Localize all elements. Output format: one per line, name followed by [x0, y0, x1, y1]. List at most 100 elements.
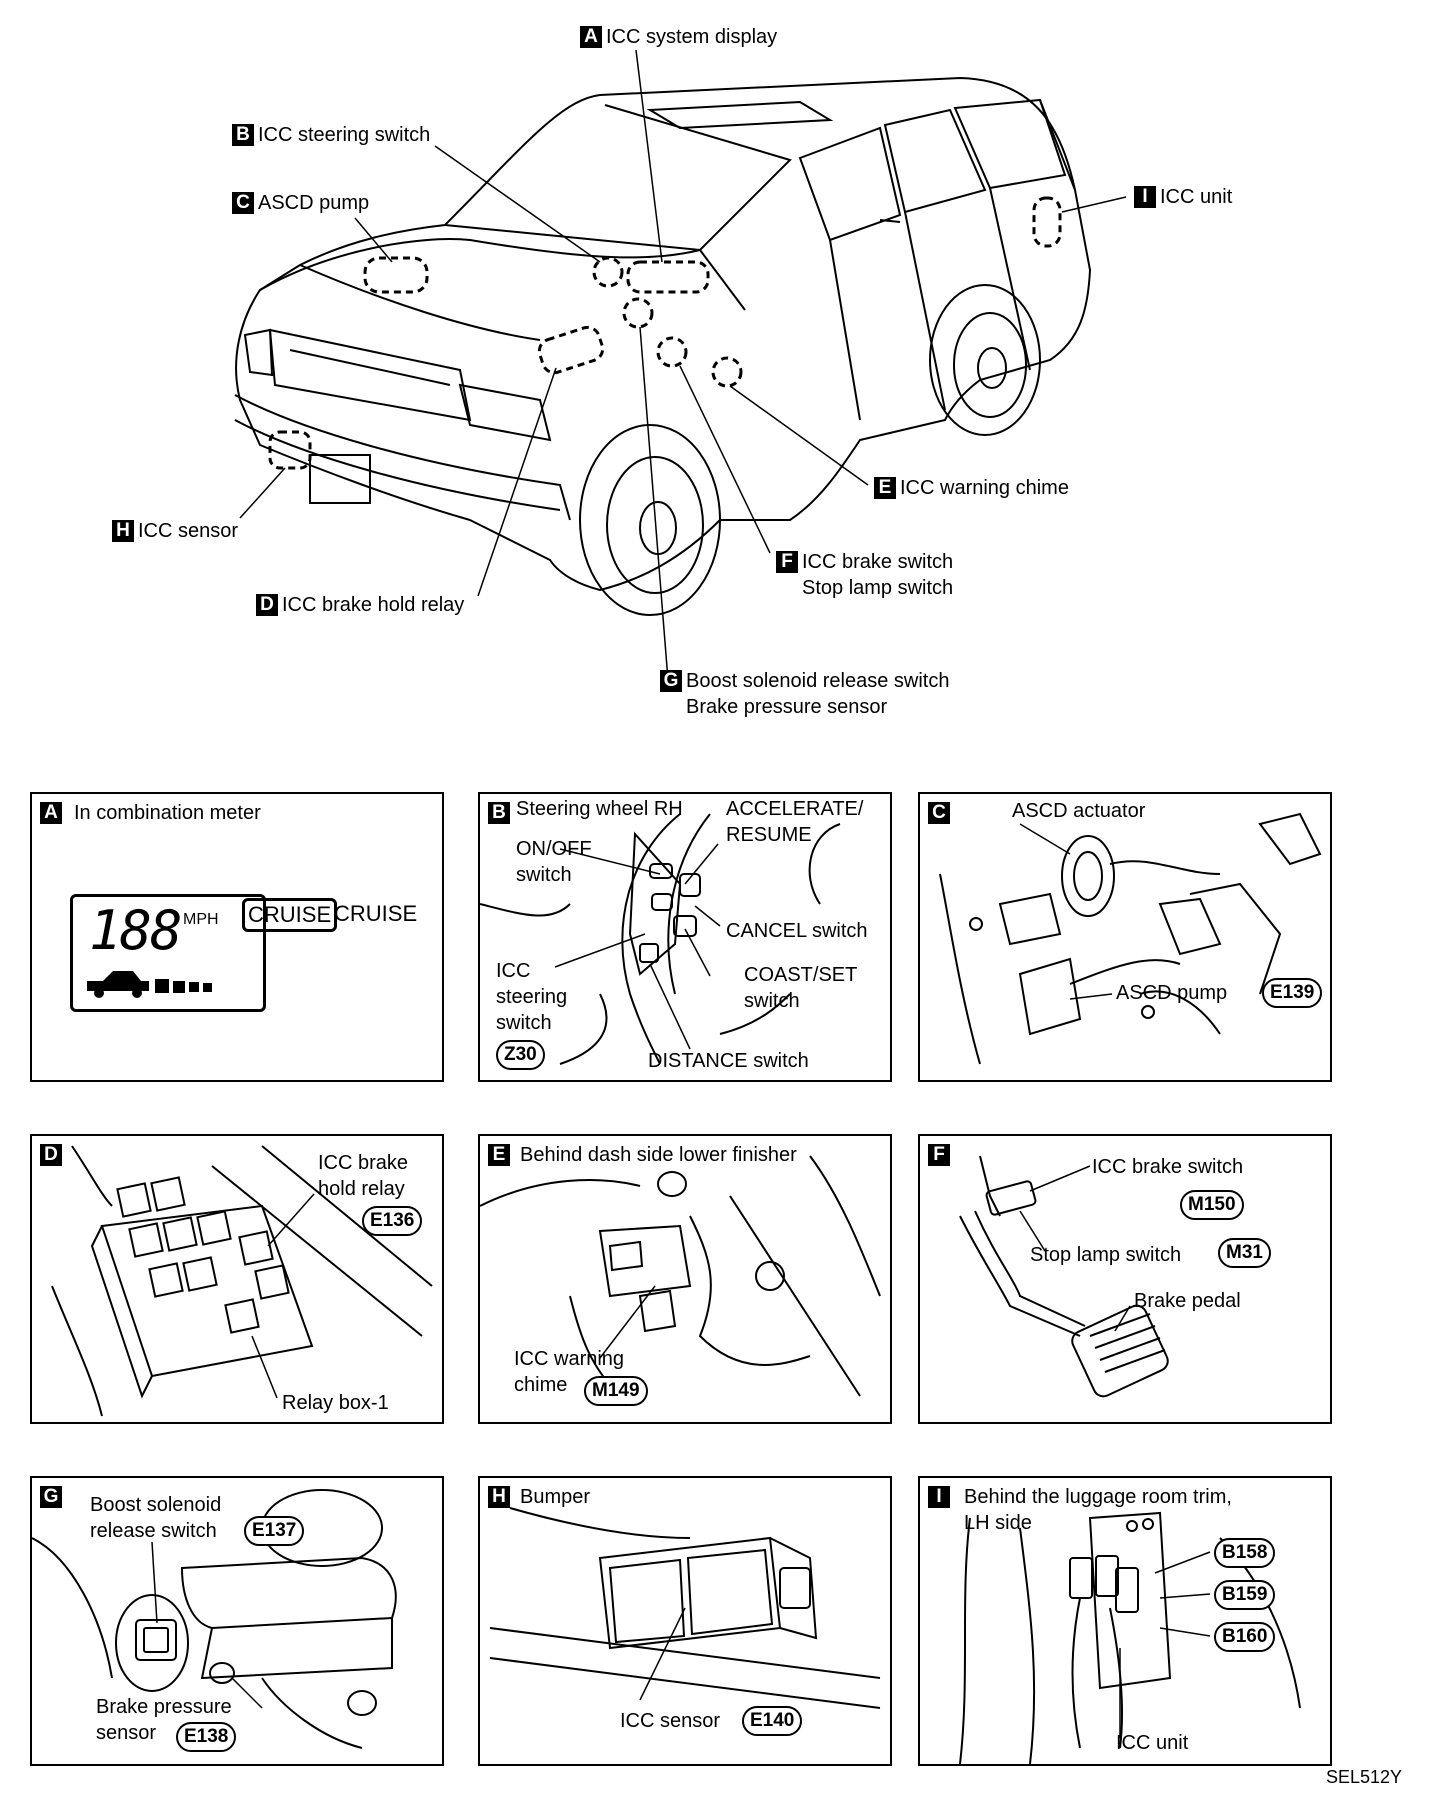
icc-steering-switch-label-3: switch: [496, 1012, 552, 1034]
ascd-engine-bay-drawing: [939, 812, 1322, 1065]
panel-letter-badge: A: [40, 802, 62, 824]
callout-label: ICC system display: [606, 26, 778, 48]
callout-letter-badge: C: [232, 192, 254, 214]
on-off-switch-label-2: switch: [516, 864, 572, 886]
panel-letter-badge: B: [488, 802, 510, 824]
coast-set-label-2: switch: [744, 990, 800, 1012]
callout-label: ASCD pump: [258, 192, 370, 214]
cruise-indicator-label: CRUISE: [334, 901, 418, 926]
icc-sensor-drawing: [489, 1507, 881, 1709]
callout-letter-badge: F: [776, 551, 798, 573]
callout-boost-solenoid: G Boost solenoid release switch Brake pr…: [660, 668, 949, 720]
connector-b158: B158: [1214, 1538, 1276, 1568]
panel-letter-badge: G: [40, 1486, 62, 1508]
boost-solenoid-label-1: Boost solenoid: [90, 1494, 222, 1516]
connector-e136: E136: [362, 1206, 423, 1236]
callout-letter-badge: E: [874, 477, 896, 499]
brake-pressure-sensor-label-1: Brake pressure: [96, 1696, 232, 1718]
relay-box-drawing: [51, 1145, 433, 1417]
panel-i-icc-unit: I Behind the luggage room trim, LH side …: [918, 1476, 1332, 1766]
panel-h-icc-sensor: H Bumper ICC sensor E140: [478, 1476, 892, 1766]
callout-icc-brake-switch: F ICC brake switch Stop lamp switch: [776, 549, 953, 601]
ascd-pump-label: ASCD pump: [1116, 982, 1228, 1004]
callout-letter-badge: I: [1134, 186, 1156, 208]
panel-b-steering-wheel: B Steering wheel RH ACCELERATE/ RESUME O…: [478, 792, 892, 1082]
callout-icc-system-display: A ICC system display: [580, 24, 777, 50]
vehicle-distance-icon: [87, 971, 212, 998]
connector-m150: M150: [1180, 1190, 1244, 1220]
brake-hold-relay-label-1: ICC brake: [318, 1152, 409, 1174]
icc-steering-switch-label-2: steering: [496, 986, 568, 1008]
icc-brake-switch-label: ICC brake switch: [1092, 1156, 1244, 1178]
connector-e139: E139: [1262, 978, 1323, 1008]
panel-title-line-1: Behind the luggage room trim,: [964, 1486, 1232, 1508]
brake-pedal-drawing: [959, 1155, 1169, 1398]
figure-code: SEL512Y: [1325, 1767, 1402, 1787]
connector-e137: E137: [244, 1516, 305, 1546]
callout-icc-sensor: H ICC sensor: [112, 518, 238, 544]
brake-pressure-sensor-label-2: sensor: [96, 1722, 157, 1744]
callout-label: ICC sensor: [138, 520, 239, 542]
icc-sensor-label: ICC sensor: [620, 1710, 721, 1732]
panel-letter-badge: C: [928, 802, 950, 824]
cruise-indicator-box: CRUISE: [242, 898, 338, 932]
callout-letter-badge: B: [232, 124, 254, 146]
callout-icc-unit: I ICC unit: [1134, 184, 1232, 210]
connector-m31: M31: [1218, 1238, 1271, 1268]
connector-b160: B160: [1214, 1622, 1276, 1652]
lcd-speed-digits: 188: [89, 899, 183, 962]
steering-switch-drawing: [480, 813, 841, 1065]
connector-e140: E140: [742, 1706, 803, 1736]
brake-master-cylinder-drawing: [32, 1489, 397, 1749]
warning-chime-drawing: [480, 1155, 881, 1397]
callout-ascd-pump: C ASCD pump: [232, 190, 369, 216]
panel-f-brake-switch: F ICC brake switch M150 Stop lamp switch…: [918, 1134, 1332, 1424]
callout-letter-badge: D: [256, 594, 278, 616]
connector-b159: B159: [1214, 1580, 1276, 1610]
callout-label: ICC warning chime: [900, 477, 1069, 499]
icc-steering-switch-label-1: ICC: [496, 960, 531, 982]
panel-letter-badge: I: [928, 1486, 950, 1508]
panel-c-ascd-pump: C ASCD actuator ASCD pump E139: [918, 792, 1332, 1082]
panel-title: Bumper: [520, 1486, 591, 1508]
panel-title: Behind dash side lower finisher: [520, 1144, 797, 1166]
callout-icc-warning-chime: E ICC warning chime: [874, 475, 1069, 501]
warning-chime-label-2: chime: [514, 1374, 568, 1396]
callout-icc-brake-hold-relay: D ICC brake hold relay: [256, 592, 464, 618]
panel-g-boost-solenoid: G Boost solenoid release switch E137 Bra…: [30, 1476, 444, 1766]
vehicle-overview-drawing: [234, 49, 1127, 681]
callout-label: Brake pressure sensor: [686, 696, 888, 718]
panel-title: In combination meter: [74, 802, 261, 824]
boost-solenoid-label-2: release switch: [90, 1520, 217, 1542]
callout-label: ICC unit: [1160, 186, 1233, 208]
callout-letter-badge: A: [580, 26, 602, 48]
coast-set-label-1: COAST/SET: [744, 964, 858, 986]
brake-pedal-label: Brake pedal: [1134, 1290, 1241, 1312]
panel-letter-badge: E: [488, 1144, 510, 1166]
callout-label: ICC brake hold relay: [282, 594, 465, 616]
ascd-actuator-label: ASCD actuator: [1012, 800, 1146, 822]
stop-lamp-switch-label: Stop lamp switch: [1030, 1244, 1182, 1266]
panel-title-line-2: LH side: [964, 1512, 1032, 1534]
accelerate-resume-label-2: RESUME: [726, 824, 812, 846]
connector-z30: Z30: [496, 1040, 545, 1070]
callout-label: Stop lamp switch: [802, 577, 954, 599]
lcd-display: 188 MPH: [70, 894, 266, 1012]
panel-a-combination-meter: A In combination meter 188 MPH CRUISE CR…: [30, 792, 444, 1082]
panel-letter-badge: F: [928, 1144, 950, 1166]
warning-chime-label-1: ICC warning: [514, 1348, 625, 1370]
callout-letter-badge: G: [660, 670, 682, 692]
callout-label: Boost solenoid release switch: [686, 670, 950, 692]
callout-icc-steering-switch: B ICC steering switch: [232, 122, 430, 148]
accelerate-resume-label-1: ACCELERATE/: [726, 798, 864, 820]
callout-label: ICC steering switch: [258, 124, 431, 146]
callout-letter-badge: H: [112, 520, 134, 542]
panel-letter-badge: D: [40, 1144, 62, 1166]
panel-title: Steering wheel RH: [516, 798, 683, 820]
panel-d-brake-hold-relay: D ICC brake hold relay E136 Relay box-1: [30, 1134, 444, 1424]
lcd-unit: MPH: [183, 911, 219, 928]
relay-box-label: Relay box-1: [282, 1392, 389, 1414]
cancel-switch-label: CANCEL switch: [726, 920, 868, 942]
callout-label: ICC brake switch: [802, 551, 954, 573]
panel-e-warning-chime: E Behind dash side lower finisher ICC wa…: [478, 1134, 892, 1424]
